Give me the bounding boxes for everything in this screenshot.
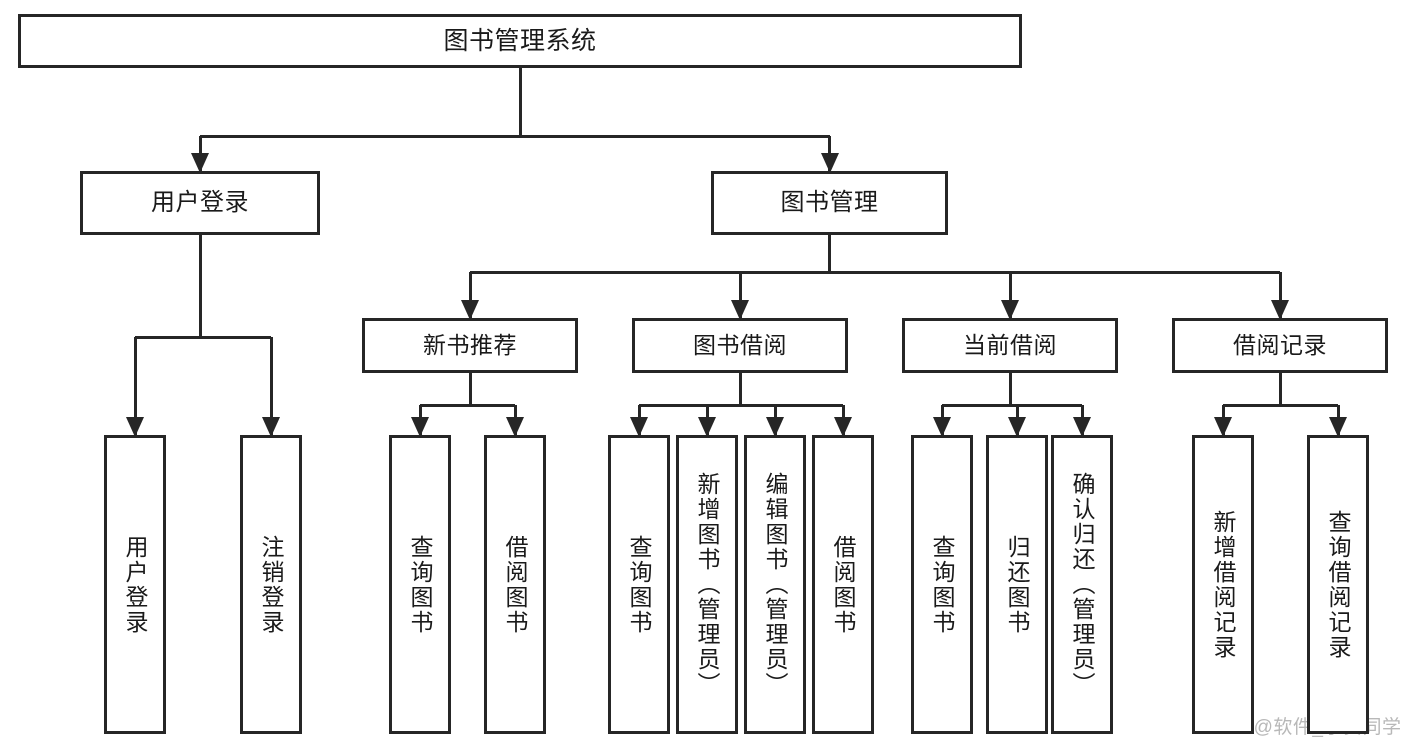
node-label-leaf-edit-book: 编辑图书（管理员） bbox=[762, 472, 789, 697]
root-arrow-0 bbox=[191, 153, 209, 173]
book-manage-drop-1 bbox=[738, 272, 742, 318]
current-borrow-stem bbox=[1008, 373, 1012, 405]
book-manage-arrow-3 bbox=[1271, 300, 1289, 320]
node-leaf-return-book[interactable]: 归还图书 bbox=[986, 435, 1048, 734]
node-new-book-rec[interactable]: 新书推荐 bbox=[362, 318, 578, 373]
node-label-new-book-rec: 新书推荐 bbox=[423, 332, 517, 359]
user-login-bus bbox=[135, 335, 271, 339]
user-login-arrow-1 bbox=[262, 417, 280, 437]
book-manage-arrow-1 bbox=[731, 300, 749, 320]
node-label-leaf-query-book-2: 查询图书 bbox=[626, 534, 653, 635]
book-manage-drop-2 bbox=[1008, 272, 1012, 318]
borrow-record-bus bbox=[1223, 403, 1338, 407]
user-login-arrow-0 bbox=[126, 417, 144, 437]
node-borrow-record[interactable]: 借阅记录 bbox=[1172, 318, 1388, 373]
root-arrow-1 bbox=[820, 153, 839, 173]
node-label-leaf-user-login: 用户登录 bbox=[122, 534, 149, 635]
book-borrow-bus bbox=[639, 403, 843, 407]
user-login-drop-1 bbox=[269, 337, 273, 435]
node-leaf-add-book[interactable]: 新增图书（管理员） bbox=[676, 435, 738, 734]
book-manage-bus bbox=[470, 270, 1280, 274]
node-label-current-borrow: 当前借阅 bbox=[963, 332, 1057, 359]
node-label-leaf-query-book-3: 查询图书 bbox=[929, 534, 956, 635]
borrow-record-stem bbox=[1278, 373, 1282, 405]
book-borrow-arrow-0 bbox=[630, 417, 648, 437]
node-book-manage[interactable]: 图书管理 bbox=[711, 171, 948, 235]
borrow-record-arrow-0 bbox=[1214, 417, 1232, 437]
borrow-record-arrow-1 bbox=[1329, 417, 1347, 437]
node-leaf-query-book-1[interactable]: 查询图书 bbox=[389, 435, 451, 734]
book-manage-drop-3 bbox=[1278, 272, 1282, 318]
book-manage-arrow-2 bbox=[1001, 300, 1019, 320]
user-login-drop-0 bbox=[133, 337, 137, 435]
node-label-leaf-add-book: 新增图书（管理员） bbox=[694, 472, 721, 697]
node-label-book-manage: 图书管理 bbox=[780, 189, 879, 217]
node-book-borrow[interactable]: 图书借阅 bbox=[632, 318, 848, 373]
node-leaf-confirm-return[interactable]: 确认归还（管理员） bbox=[1051, 435, 1113, 734]
node-label-user-login: 用户登录 bbox=[151, 189, 249, 217]
root-bus bbox=[200, 134, 830, 138]
node-current-borrow[interactable]: 当前借阅 bbox=[902, 318, 1118, 373]
new-book-rec-arrow-1 bbox=[506, 417, 524, 437]
node-label-leaf-borrow-book-1: 借阅图书 bbox=[502, 534, 529, 635]
new-book-rec-bus bbox=[420, 403, 515, 407]
node-label-book-borrow: 图书借阅 bbox=[693, 332, 787, 359]
current-borrow-arrow-1 bbox=[1008, 417, 1026, 437]
book-manage-stem bbox=[828, 235, 831, 272]
node-label-leaf-borrow-book-2: 借阅图书 bbox=[830, 534, 857, 635]
node-leaf-query-record[interactable]: 查询借阅记录 bbox=[1307, 435, 1369, 734]
new-book-rec-arrow-0 bbox=[411, 417, 429, 437]
node-label-root: 图书管理系统 bbox=[443, 26, 597, 55]
node-leaf-add-record[interactable]: 新增借阅记录 bbox=[1192, 435, 1254, 734]
node-leaf-user-login[interactable]: 用户登录 bbox=[104, 435, 166, 734]
node-leaf-user-logout[interactable]: 注销登录 bbox=[240, 435, 302, 734]
node-label-leaf-confirm-return: 确认归还（管理员） bbox=[1069, 472, 1096, 697]
root-stem bbox=[518, 68, 522, 136]
node-leaf-borrow-book-1[interactable]: 借阅图书 bbox=[484, 435, 546, 734]
book-manage-arrow-0 bbox=[461, 300, 479, 320]
current-borrow-bus bbox=[942, 403, 1082, 407]
book-borrow-arrow-1 bbox=[698, 417, 716, 437]
node-label-leaf-return-book: 归还图书 bbox=[1004, 534, 1031, 635]
node-leaf-edit-book[interactable]: 编辑图书（管理员） bbox=[744, 435, 806, 734]
current-borrow-arrow-2 bbox=[1073, 417, 1091, 437]
node-label-leaf-add-record: 新增借阅记录 bbox=[1210, 509, 1237, 660]
current-borrow-arrow-0 bbox=[933, 417, 951, 437]
node-leaf-query-book-2[interactable]: 查询图书 bbox=[608, 435, 670, 734]
node-label-borrow-record: 借阅记录 bbox=[1233, 332, 1327, 359]
node-leaf-query-book-3[interactable]: 查询图书 bbox=[911, 435, 973, 734]
node-label-leaf-query-book-1: 查询图书 bbox=[407, 534, 434, 635]
user-login-stem bbox=[198, 235, 202, 337]
node-root[interactable]: 图书管理系统 bbox=[18, 14, 1022, 68]
node-user-login[interactable]: 用户登录 bbox=[80, 171, 320, 235]
book-manage-drop-0 bbox=[468, 272, 472, 318]
book-borrow-arrow-2 bbox=[766, 417, 784, 437]
node-label-leaf-query-record: 查询借阅记录 bbox=[1325, 509, 1352, 660]
book-borrow-stem bbox=[738, 373, 742, 405]
book-borrow-arrow-3 bbox=[834, 417, 852, 437]
new-book-rec-stem bbox=[468, 373, 472, 405]
node-leaf-borrow-book-2[interactable]: 借阅图书 bbox=[812, 435, 874, 734]
node-label-leaf-user-logout: 注销登录 bbox=[258, 534, 285, 635]
